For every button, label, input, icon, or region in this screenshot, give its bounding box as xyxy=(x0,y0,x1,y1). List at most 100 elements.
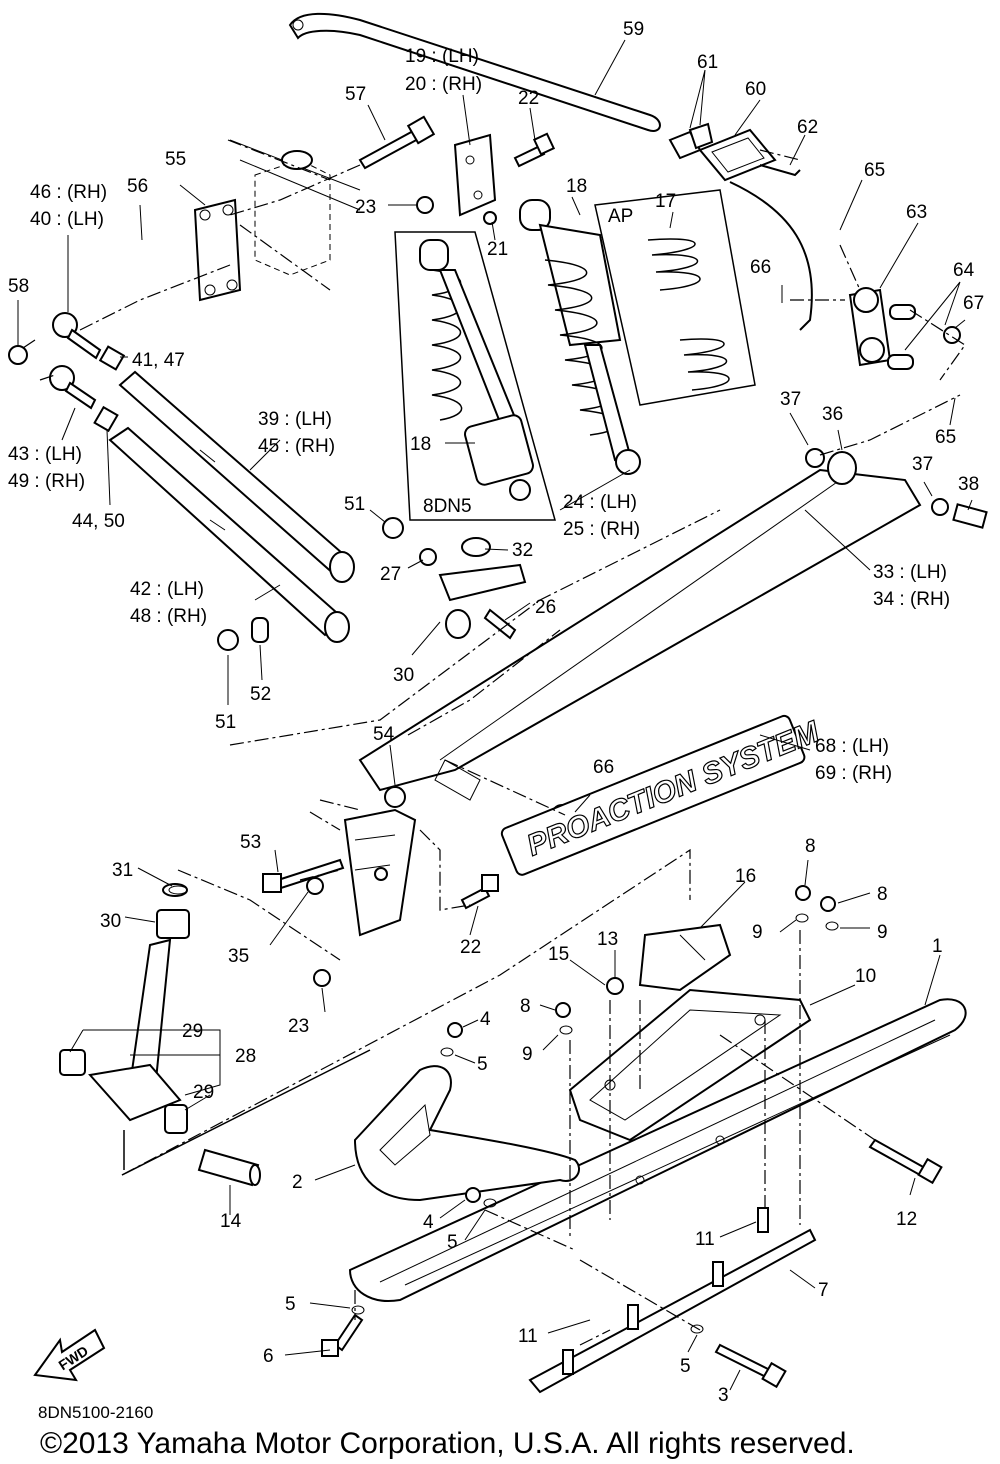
bolt-22-top xyxy=(513,132,556,168)
label-22-mid: 22 xyxy=(460,937,481,958)
label-46: 46 : (RH) xyxy=(30,182,107,203)
label-8-right: 8 xyxy=(877,884,888,905)
fwd-arrow-icon: FWD xyxy=(33,1328,106,1382)
stabilizer-bracket xyxy=(698,128,813,331)
label-8-top: 8 xyxy=(805,836,816,857)
link-26 xyxy=(419,537,527,640)
label-22-top: 22 xyxy=(518,88,539,109)
label-29-bottom: 29 xyxy=(193,1082,214,1103)
label-58: 58 xyxy=(8,276,29,297)
label-4-top: 4 xyxy=(480,1009,491,1030)
label-62: 62 xyxy=(797,117,818,138)
label-56: 56 xyxy=(127,176,148,197)
label-12: 12 xyxy=(896,1209,917,1230)
label-1: 1 xyxy=(932,936,943,957)
label-19: 19 : (LH) xyxy=(405,46,479,67)
ski-handle xyxy=(353,1065,580,1202)
label-59: 59 xyxy=(623,19,644,40)
label-11-right: 11 xyxy=(695,1229,715,1250)
label-30-left: 30 xyxy=(100,911,121,932)
label-61: 61 xyxy=(697,52,718,73)
label-37-right: 37 xyxy=(912,454,933,475)
ap-spring-box xyxy=(594,189,756,406)
label-64: 64 xyxy=(953,260,975,281)
label-4-bottom: 4 xyxy=(423,1212,434,1233)
ski-saddle xyxy=(568,988,812,1142)
bolt-53 xyxy=(262,858,345,893)
label-29-top: 29 xyxy=(182,1021,203,1042)
proaction-decal: PROACTION SYSTEM xyxy=(500,714,825,876)
label-55: 55 xyxy=(165,149,186,170)
label-20: 20 : (RH) xyxy=(405,74,482,95)
label-69: 69 : (RH) xyxy=(815,763,892,784)
bolt-3 xyxy=(714,1343,787,1389)
label-9-mid: 9 xyxy=(522,1044,533,1065)
nut-23-mid xyxy=(313,969,331,987)
nut-23-top xyxy=(416,196,434,214)
label-30-top: 30 xyxy=(393,665,414,686)
decal-text: PROACTION SYSTEM xyxy=(522,715,824,863)
shock-box-variant xyxy=(394,231,556,521)
label-8-mid: 8 xyxy=(520,996,531,1017)
label-34: 34 : (RH) xyxy=(873,589,950,610)
label-9-left: 9 xyxy=(752,922,763,943)
label-6: 6 xyxy=(263,1346,274,1367)
tie-rod-end-lower xyxy=(49,365,119,433)
label-28: 28 xyxy=(235,1046,256,1067)
label-14: 14 xyxy=(220,1211,242,1232)
label-21: 21 xyxy=(487,239,508,260)
bushing-51 xyxy=(217,517,404,651)
bolt-57 xyxy=(358,115,436,170)
label-65-right: 65 xyxy=(935,427,956,448)
label-15: 15 xyxy=(548,944,569,965)
shock-absorber xyxy=(519,199,641,475)
spindle-bracket xyxy=(343,759,481,937)
label-40: 40 : (LH) xyxy=(30,209,104,230)
tie-rod-end-upper xyxy=(52,312,126,371)
label-63: 63 xyxy=(906,202,927,223)
label-8dn5: 8DN5 xyxy=(423,496,472,517)
spindle xyxy=(59,883,190,1134)
label-3: 3 xyxy=(718,1385,729,1406)
label-32: 32 xyxy=(512,540,533,561)
label-ap: AP xyxy=(608,206,633,227)
label-26: 26 xyxy=(535,597,556,618)
reference-code: 8DN5100-2160 xyxy=(38,1403,153,1422)
label-45: 45 : (RH) xyxy=(258,436,335,457)
label-7: 7 xyxy=(818,1280,829,1301)
stabilizer-clamp xyxy=(668,122,714,160)
label-23-top: 23 xyxy=(355,197,376,218)
label-60: 60 xyxy=(745,79,766,100)
label-37-left: 37 xyxy=(780,389,801,410)
label-13: 13 xyxy=(597,929,618,950)
label-57: 57 xyxy=(345,84,366,105)
label-54: 54 xyxy=(373,724,395,745)
label-5-top: 5 xyxy=(477,1054,488,1075)
label-38: 38 xyxy=(958,474,979,495)
label-36: 36 xyxy=(822,404,843,425)
label-68: 68 : (LH) xyxy=(815,736,889,757)
bolt-12 xyxy=(868,1138,943,1185)
tie-rod-upper xyxy=(108,370,355,643)
copyright-notice: ©2013 Yamaha Motor Corporation, U.S.A. A… xyxy=(40,1427,855,1460)
label-25: 25 : (RH) xyxy=(563,519,640,540)
label-24: 24 : (LH) xyxy=(563,492,637,513)
label-51-top: 51 xyxy=(344,494,365,515)
label-41-47: 41, 47 xyxy=(132,350,185,371)
label-18-box: 18 xyxy=(410,434,431,455)
label-2: 2 xyxy=(292,1172,303,1193)
label-31: 31 xyxy=(112,860,133,881)
label-51-bottom: 51 xyxy=(215,712,236,733)
stabilizer-link xyxy=(848,287,961,370)
label-44-50: 44, 50 xyxy=(72,511,125,532)
label-27: 27 xyxy=(380,564,401,585)
reference-lines xyxy=(19,139,966,1346)
label-16: 16 xyxy=(735,866,756,887)
part-labels: 59 61 60 62 65 19 : (LH) 20 : (RH) 57 22… xyxy=(8,19,984,1406)
bushing-14 xyxy=(197,1148,261,1187)
label-53: 53 xyxy=(240,832,261,853)
label-48: 48 : (RH) xyxy=(130,606,207,627)
ski xyxy=(348,998,967,1302)
bolt-22-mid xyxy=(460,874,499,910)
